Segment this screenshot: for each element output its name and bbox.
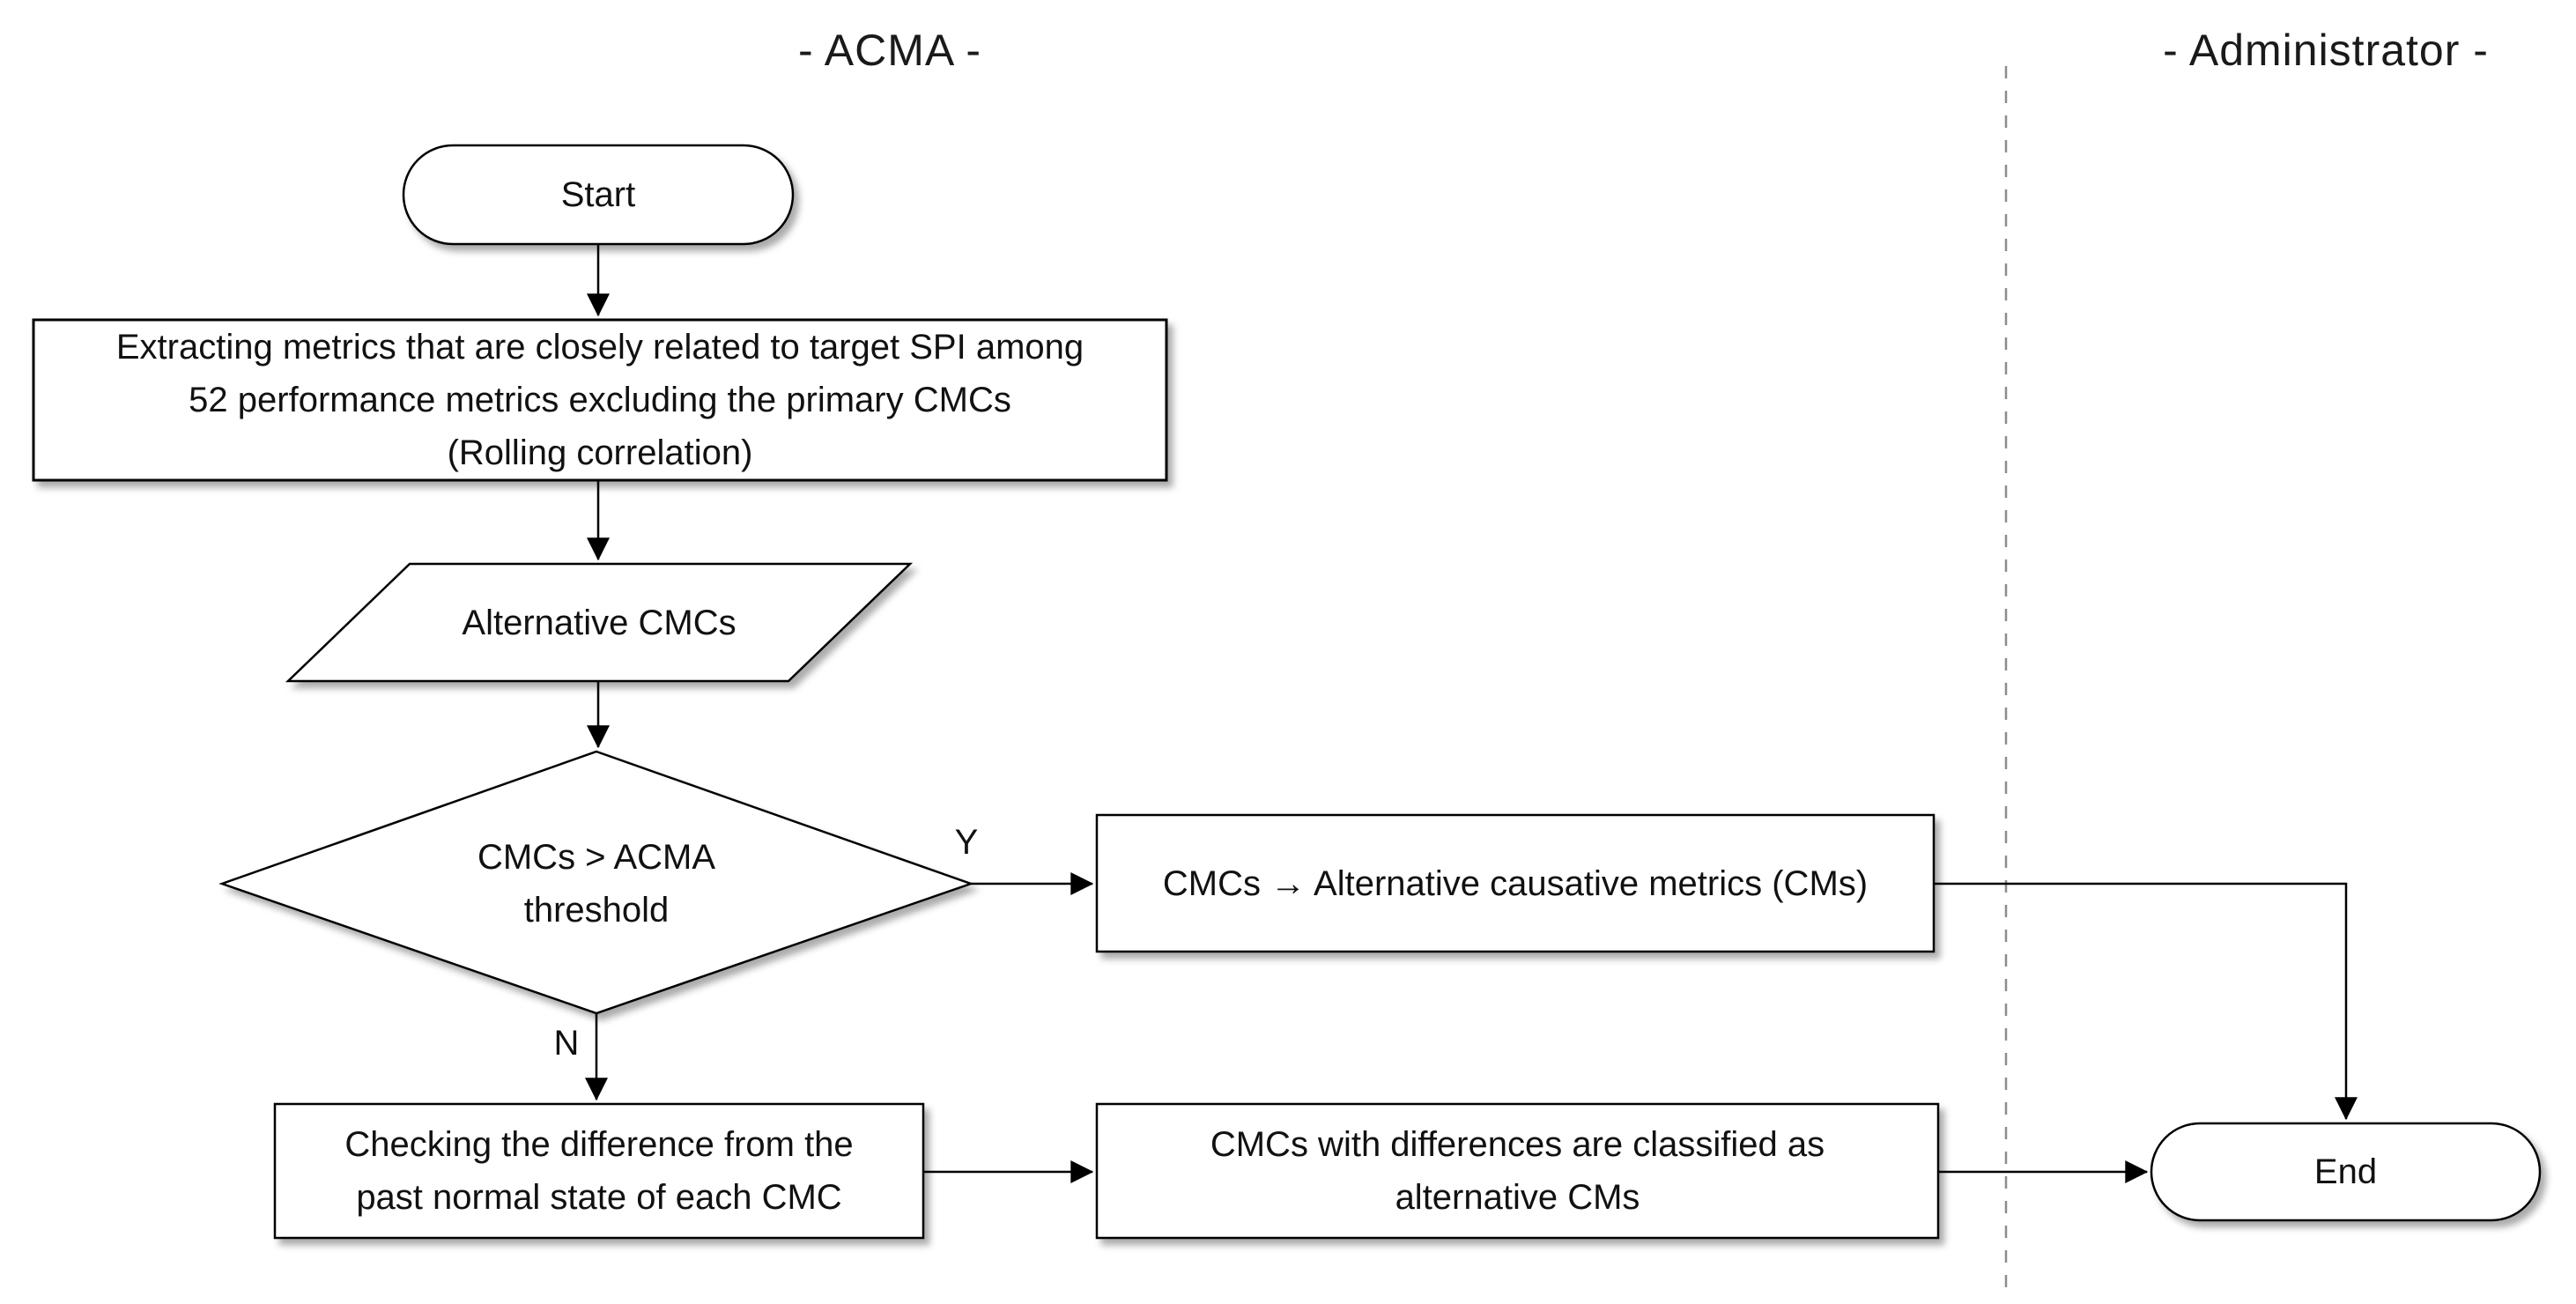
decision-line2: threshold xyxy=(523,891,670,930)
extract-metrics-label: Extracting metrics that are closely rela… xyxy=(42,326,1158,474)
classify-process-shape xyxy=(1095,1102,1940,1240)
classify-line2: alternative CMs xyxy=(1395,1178,1640,1217)
extract-metrics-line1: Extracting metrics that are closely rela… xyxy=(115,328,1084,367)
check-difference-line2: past normal state of each CMC xyxy=(356,1178,842,1217)
flow-shapes xyxy=(32,144,2542,1240)
extract-metrics-line2: 52 performance metrics excluding the pri… xyxy=(189,381,1011,419)
alternative-cmcs-label: Alternative CMCs xyxy=(462,603,737,642)
lane-title-administrator: - Administrator - xyxy=(2163,26,2489,75)
lane-title-acma: - ACMA - xyxy=(797,26,982,75)
decision-label: CMCs > ACMA threshold xyxy=(398,818,795,950)
end-terminator-shape xyxy=(2150,1122,2542,1222)
check-difference-process-shape xyxy=(273,1102,925,1240)
yes-branch-label: Y xyxy=(954,822,979,862)
no-branch-label: N xyxy=(553,1023,580,1063)
start-node-label: Start xyxy=(560,175,636,214)
arrow-assign-to-end xyxy=(1934,882,2358,1121)
assign-cms-label: CMCs → Alternative causative metrics (CM… xyxy=(1162,863,1869,903)
classify-label: CMCs with differences are classified as … xyxy=(1106,1111,1929,1231)
decision-line1: CMCs > ACMA xyxy=(477,838,716,877)
end-node-label: End xyxy=(2313,1152,2378,1191)
assign-cms-process-shape xyxy=(1095,813,1936,953)
classify-line1: CMCs with differences are classified as xyxy=(1210,1125,1825,1164)
check-difference-line1: Checking the difference from the xyxy=(344,1125,854,1164)
start-terminator-shape xyxy=(402,144,795,246)
extract-metrics-line3: (Rolling correlation) xyxy=(447,433,753,472)
decision-diamond-shape xyxy=(218,750,974,1015)
alternative-cmcs-data-shape xyxy=(285,562,914,683)
check-difference-label: Checking the difference from the past no… xyxy=(284,1111,914,1231)
extract-process-shape xyxy=(32,318,1168,482)
flow-connectors xyxy=(585,244,2358,1183)
